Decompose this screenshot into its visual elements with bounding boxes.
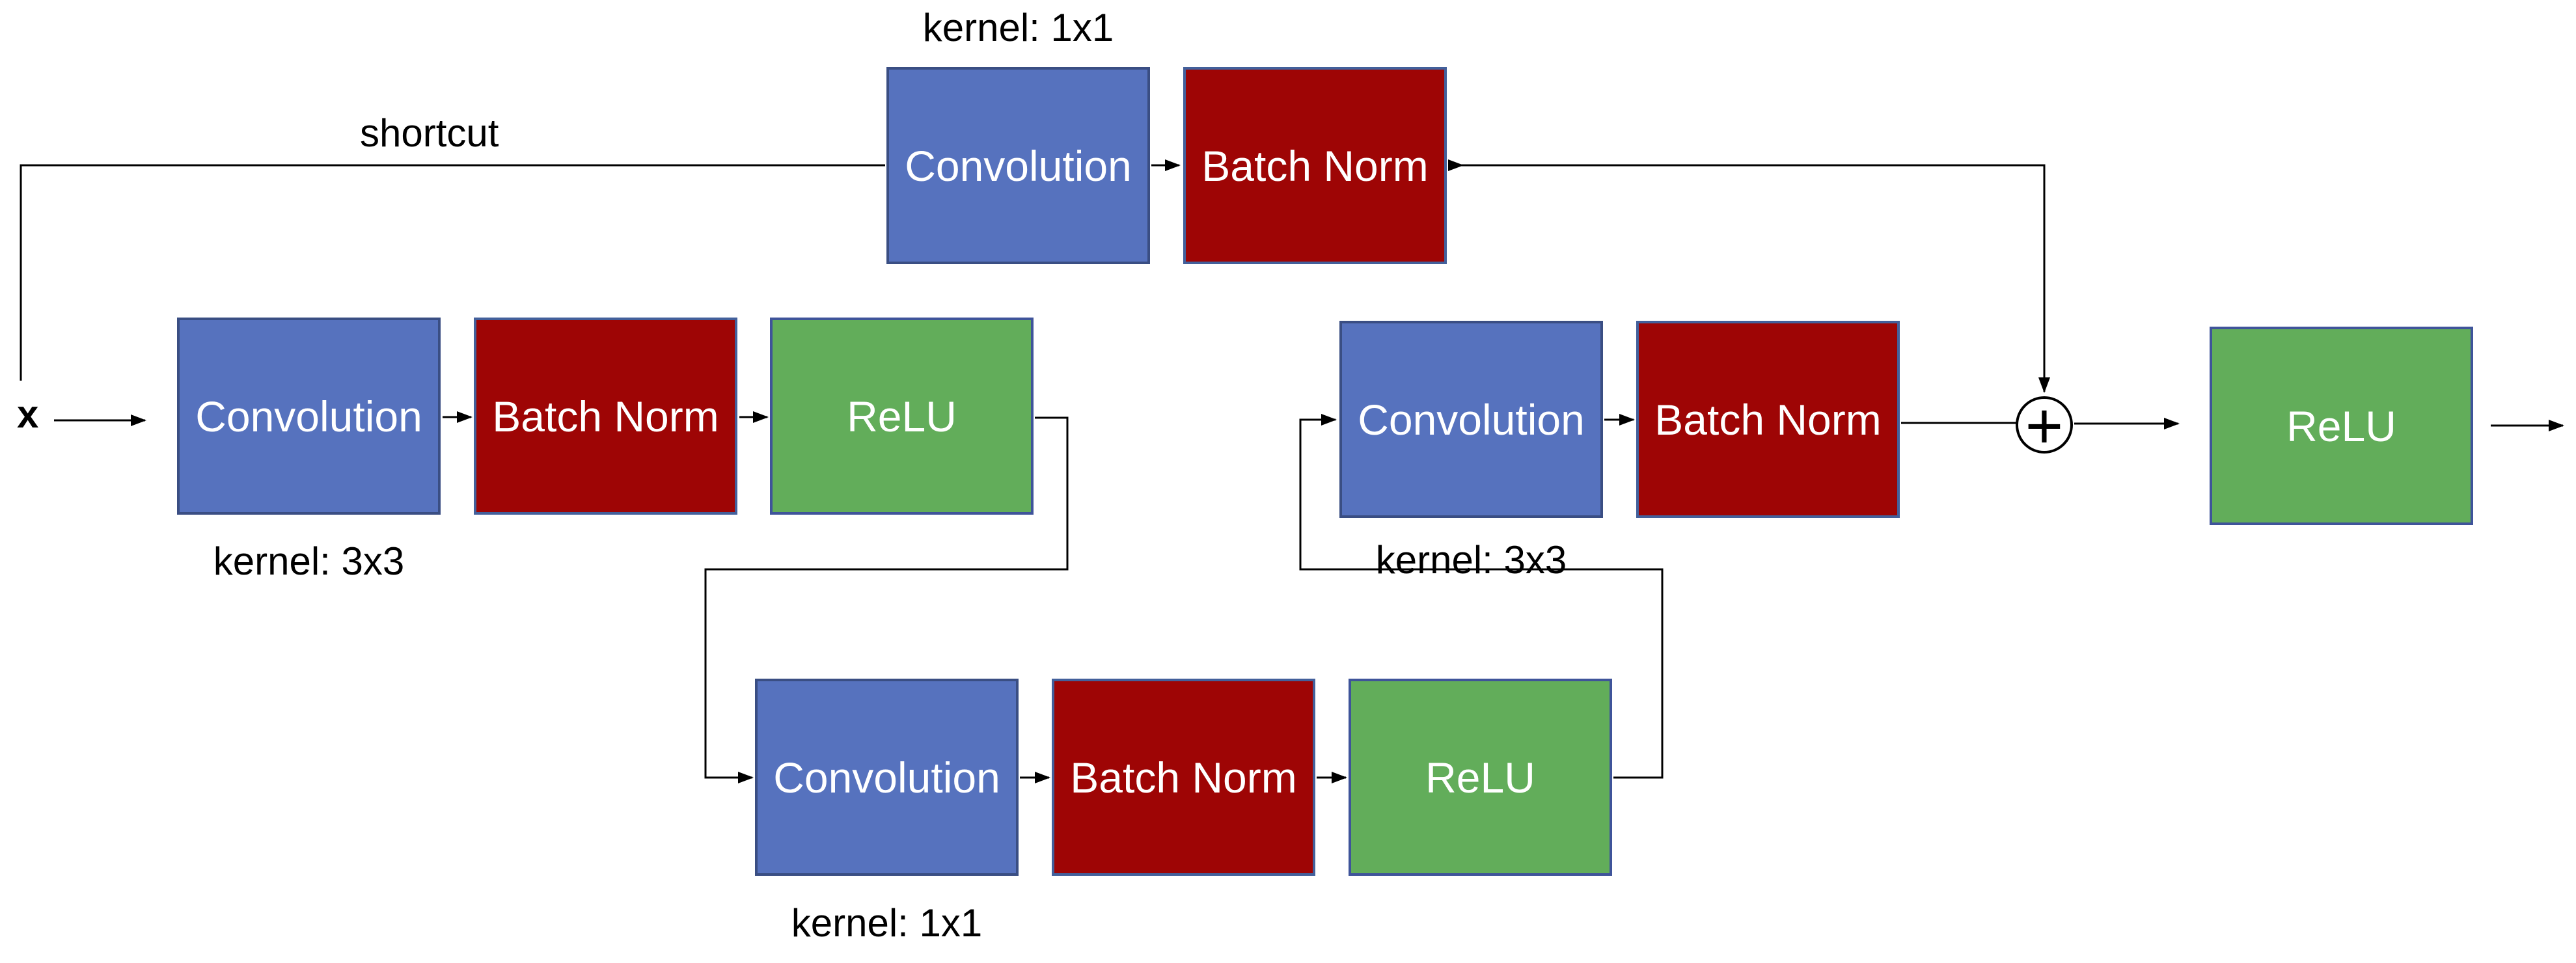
add-junction: +: [2016, 394, 2073, 459]
relu1-box: ReLU: [770, 318, 1034, 515]
shortcut-wire: [20, 164, 885, 381]
conv1-label: Convolution: [195, 392, 422, 441]
bn2-box: Batch Norm: [1052, 679, 1315, 876]
bn3-label: Batch Norm: [1654, 395, 1882, 444]
shortcut-label: shortcut: [360, 111, 499, 155]
bn1-box: Batch Norm: [474, 318, 737, 515]
kernel-label-conv2: kernel: 1x1: [791, 901, 983, 945]
kernel-label-shortcut: kernel: 1x1: [922, 6, 1114, 49]
wire-relu2-to-conv3: [1299, 414, 1664, 779]
conv3-box: Convolution: [1339, 321, 1603, 518]
conv2-box: Convolution: [755, 679, 1019, 876]
wire-relu1-to-conv2: [704, 416, 1069, 783]
input-label: x: [17, 392, 39, 436]
shortcut-batch-norm-box: Batch Norm: [1183, 67, 1447, 264]
kernel-label-conv1: kernel: 3x3: [213, 539, 405, 583]
plus-icon: +: [2025, 390, 2064, 463]
bn2-label: Batch Norm: [1070, 753, 1297, 802]
relu-output-label: ReLU: [2286, 401, 2396, 450]
bn1-label: Batch Norm: [492, 392, 719, 441]
conv3-label: Convolution: [1358, 395, 1585, 444]
relu-output-box: ReLU: [2210, 327, 2473, 525]
conv2-label: Convolution: [773, 753, 1000, 802]
bn3-box: Batch Norm: [1636, 321, 1900, 518]
shortcut-convolution-label: Convolution: [905, 141, 1132, 190]
kernel-label-conv3: kernel: 3x3: [1375, 538, 1567, 582]
relu2-label: ReLU: [1425, 753, 1535, 802]
conv1-box: Convolution: [177, 318, 441, 515]
relu1-label: ReLU: [847, 392, 957, 441]
relu2-box: ReLU: [1349, 679, 1612, 876]
shortcut-batch-norm-label: Batch Norm: [1201, 141, 1429, 190]
shortcut-convolution-box: Convolution: [886, 67, 1150, 264]
wire-shortcutbn-to-add: [1449, 164, 2050, 393]
